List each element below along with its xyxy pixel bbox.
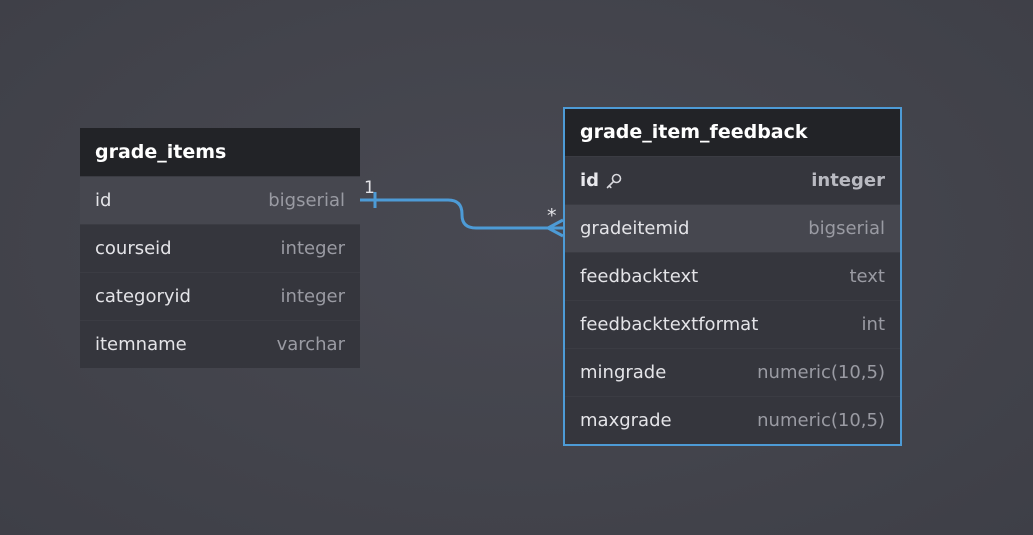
table-row[interactable]: feedbacktextformat int — [565, 300, 900, 348]
table-row[interactable]: courseid integer — [80, 224, 360, 272]
column-type: numeric(10,5) — [757, 410, 885, 431]
column-type: varchar — [276, 334, 345, 355]
table-row[interactable]: id bigserial — [80, 176, 360, 224]
table-header[interactable]: grade_items — [80, 128, 360, 176]
table-row[interactable]: mingrade numeric(10,5) — [565, 348, 900, 396]
column-type: integer — [811, 170, 885, 191]
table-grade-item-feedback[interactable]: grade_item_feedback id integer gradeitem… — [563, 107, 902, 446]
relationship-line — [360, 198, 563, 230]
column-type: integer — [280, 238, 345, 259]
column-name: itemname — [95, 334, 187, 355]
column-name: feedbacktext — [580, 266, 699, 287]
table-row[interactable]: itemname varchar — [80, 320, 360, 368]
column-type: numeric(10,5) — [757, 362, 885, 383]
column-name-text: id — [580, 170, 600, 191]
cardinality-one-label: 1 — [364, 178, 375, 198]
column-name: gradeitemid — [580, 218, 690, 239]
table-row[interactable]: gradeitemid bigserial — [565, 204, 900, 252]
column-name: categoryid — [95, 286, 191, 307]
column-name: maxgrade — [580, 410, 672, 431]
column-type: int — [861, 314, 885, 335]
cardinality-many-label: * — [547, 205, 557, 227]
column-type: text — [849, 266, 885, 287]
table-grade-items[interactable]: grade_items id bigserial courseid intege… — [80, 128, 360, 368]
column-name: mingrade — [580, 362, 667, 383]
table-row[interactable]: categoryid integer — [80, 272, 360, 320]
column-type: bigserial — [808, 218, 885, 239]
table-row[interactable]: feedbacktext text — [565, 252, 900, 300]
column-type: bigserial — [268, 190, 345, 211]
column-name: id — [95, 190, 112, 211]
table-row[interactable]: id integer — [565, 156, 900, 204]
table-row[interactable]: maxgrade numeric(10,5) — [565, 396, 900, 444]
column-name: courseid — [95, 238, 172, 259]
column-name: id — [580, 170, 623, 191]
column-name: feedbacktextformat — [580, 314, 759, 335]
key-icon — [605, 172, 623, 190]
table-header[interactable]: grade_item_feedback — [565, 109, 900, 156]
column-type: integer — [280, 286, 345, 307]
